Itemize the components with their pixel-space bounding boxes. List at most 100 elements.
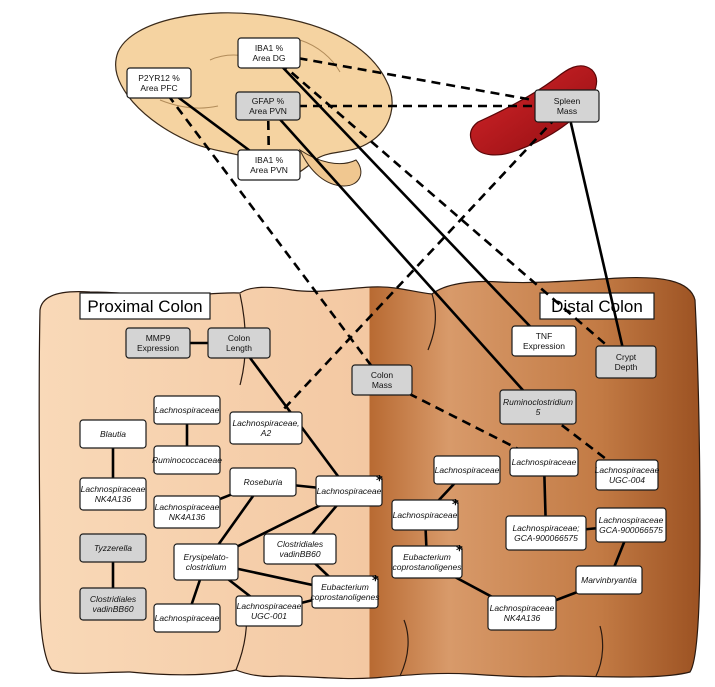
node-label-nk4a136d-line-0: Lachnospiraceae xyxy=(490,603,555,613)
node-label-roseburia-line-0: Roseburia xyxy=(244,477,283,487)
node-gfap: GFAP %Area PVN xyxy=(235,91,301,121)
edge-gfap-rumino5-solid xyxy=(267,105,539,408)
significance-star-eubactP: * xyxy=(372,574,379,589)
node-label-colonmass-line-1: Mass xyxy=(372,380,392,390)
node-box-marvin xyxy=(575,565,643,595)
node-label-tnf-line-1: Expression xyxy=(523,341,565,351)
distal-colon-label-box xyxy=(539,292,655,320)
proximal-colon-label-group: Proximal Colon xyxy=(79,292,211,320)
node-lachnoStarD: Lachnospiraceae* xyxy=(391,498,459,531)
node-iba1pvn: IBA1 %Area PVN xyxy=(237,149,301,181)
node-box-gca1 xyxy=(505,515,587,551)
node-box-colonmass xyxy=(351,364,413,396)
node-box-lachnoD2 xyxy=(509,447,579,477)
node-box-lachnoStarD xyxy=(391,499,459,531)
node-label-clostvadinP-line-0: Clostridiales xyxy=(277,539,324,549)
node-label-iba1pvn-line-0: IBA1 % xyxy=(255,155,284,165)
node-roseburia: Roseburia xyxy=(229,467,297,497)
node-label-tyzzerella-line-0: Tyzzerella xyxy=(94,543,132,553)
node-box-tyzzerella xyxy=(79,533,147,563)
node-label-nk4a136b-line-1: NK4A136 xyxy=(169,512,206,522)
node-lachnoD2: Lachnospiraceae xyxy=(509,447,579,477)
node-label-lachnoStarP-line-0: Lachnospiraceae xyxy=(317,486,382,496)
node-box-gca2 xyxy=(595,507,667,543)
node-label-gfap-line-1: Area PVN xyxy=(249,106,287,116)
node-label-eubactD-line-1: coprostanoligenes xyxy=(393,562,463,572)
node-box-nk4a136d xyxy=(487,595,557,631)
node-box-lachnoD1 xyxy=(433,455,501,485)
edge-iba1dg-spleen-dashed xyxy=(268,51,568,108)
node-label-lachnoD1-line-0: Lachnospiraceae xyxy=(435,465,500,475)
node-label-p2yr12-line-1: Area PFC xyxy=(140,83,177,93)
node-label-eubactD-line-0: Eubacterium xyxy=(403,552,451,562)
node-box-eubactP xyxy=(311,575,379,609)
node-box-p2yr12 xyxy=(126,67,192,99)
node-label-nk4a136d-line-1: NK4A136 xyxy=(504,613,541,623)
node-box-eubactD xyxy=(391,545,463,579)
significance-star-lachnoStarD: * xyxy=(452,498,459,513)
node-label-rumino5-line-0: Ruminoclostridium xyxy=(503,397,573,407)
node-label-ruminococ-line-0: Ruminococcaceae xyxy=(152,455,222,465)
node-label-ugc004-line-0: Lachnospiraceae xyxy=(595,465,660,475)
node-label-lachno1-line-0: Lachnospiraceae xyxy=(155,405,220,415)
node-label-colonlen-line-0: Colon xyxy=(228,333,250,343)
node-label-tnf-line-0: TNF xyxy=(536,331,553,341)
node-box-colonlen xyxy=(207,327,271,359)
node-label-crypt-line-0: Crypt xyxy=(616,352,637,362)
node-label-lachnoA2-line-0: Lachnospiraceae, xyxy=(232,418,299,428)
node-label-ugc004-line-1: UGC-004 xyxy=(609,475,645,485)
node-marvin: Marvinbryantia xyxy=(575,565,643,595)
node-label-marvin-line-0: Marvinbryantia xyxy=(581,575,637,585)
node-label-nk4a136a-line-0: Lachnospiraceae xyxy=(81,484,146,494)
node-box-clostvadinP xyxy=(263,533,337,565)
node-label-gfap-line-0: GFAP % xyxy=(252,96,285,106)
proximal-colon-title: Proximal Colon xyxy=(87,297,202,316)
node-box-iba1pvn xyxy=(237,149,301,181)
node-box-mmp9 xyxy=(125,327,191,359)
node-label-spleen-line-0: Spleen xyxy=(554,96,581,106)
node-lachnoBot: Lachnospiraceae xyxy=(153,603,221,633)
node-p2yr12: P2YR12 %Area PFC xyxy=(126,67,192,99)
node-box-ugc001 xyxy=(235,595,303,627)
edge-spleen-crypt-solid xyxy=(565,105,628,363)
node-label-lachnoA2-line-1: A2 xyxy=(260,428,272,438)
node-gca1: Lachnospiraceae;GCA-900066575 xyxy=(505,515,587,551)
node-label-erysip-line-1: clostridium xyxy=(186,562,227,572)
node-label-gca2-line-0: Lachnospiraceae xyxy=(599,515,664,525)
node-lachno1: Lachnospiraceae xyxy=(153,395,221,425)
node-label-rumino5-line-1: 5 xyxy=(536,407,541,417)
node-label-mmp9-line-0: MMP9 xyxy=(146,333,171,343)
significance-star-lachnoStarP: * xyxy=(376,474,383,489)
proximal-colon-label-box xyxy=(79,292,211,320)
node-label-gca1-line-0: Lachnospiraceae; xyxy=(512,523,580,533)
node-box-lachnoA2 xyxy=(229,411,303,445)
edge-iba1dg-tnf-solid xyxy=(268,52,545,342)
node-box-nk4a136a xyxy=(79,477,147,511)
node-blautia: Blautia xyxy=(79,419,147,449)
node-box-iba1dg xyxy=(237,37,301,69)
node-box-blautia xyxy=(79,419,147,449)
node-box-lachnoStarP xyxy=(315,475,383,507)
node-label-gca1-line-1: GCA-900066575 xyxy=(514,533,578,543)
edge-spleen-lachnoA2-dashed xyxy=(265,105,568,429)
node-box-ugc004 xyxy=(595,459,659,491)
node-label-colonlen-line-1: Length xyxy=(226,343,252,353)
node-label-spleen-line-1: Mass xyxy=(557,106,577,116)
node-label-blautia-line-0: Blautia xyxy=(100,429,126,439)
node-box-nk4a136b xyxy=(153,495,221,529)
node-ruminococ: Ruminococcaceae xyxy=(152,445,222,475)
node-erysip: Erysipelato-clostridium xyxy=(173,543,239,581)
node-label-erysip-line-0: Erysipelato- xyxy=(184,552,229,562)
